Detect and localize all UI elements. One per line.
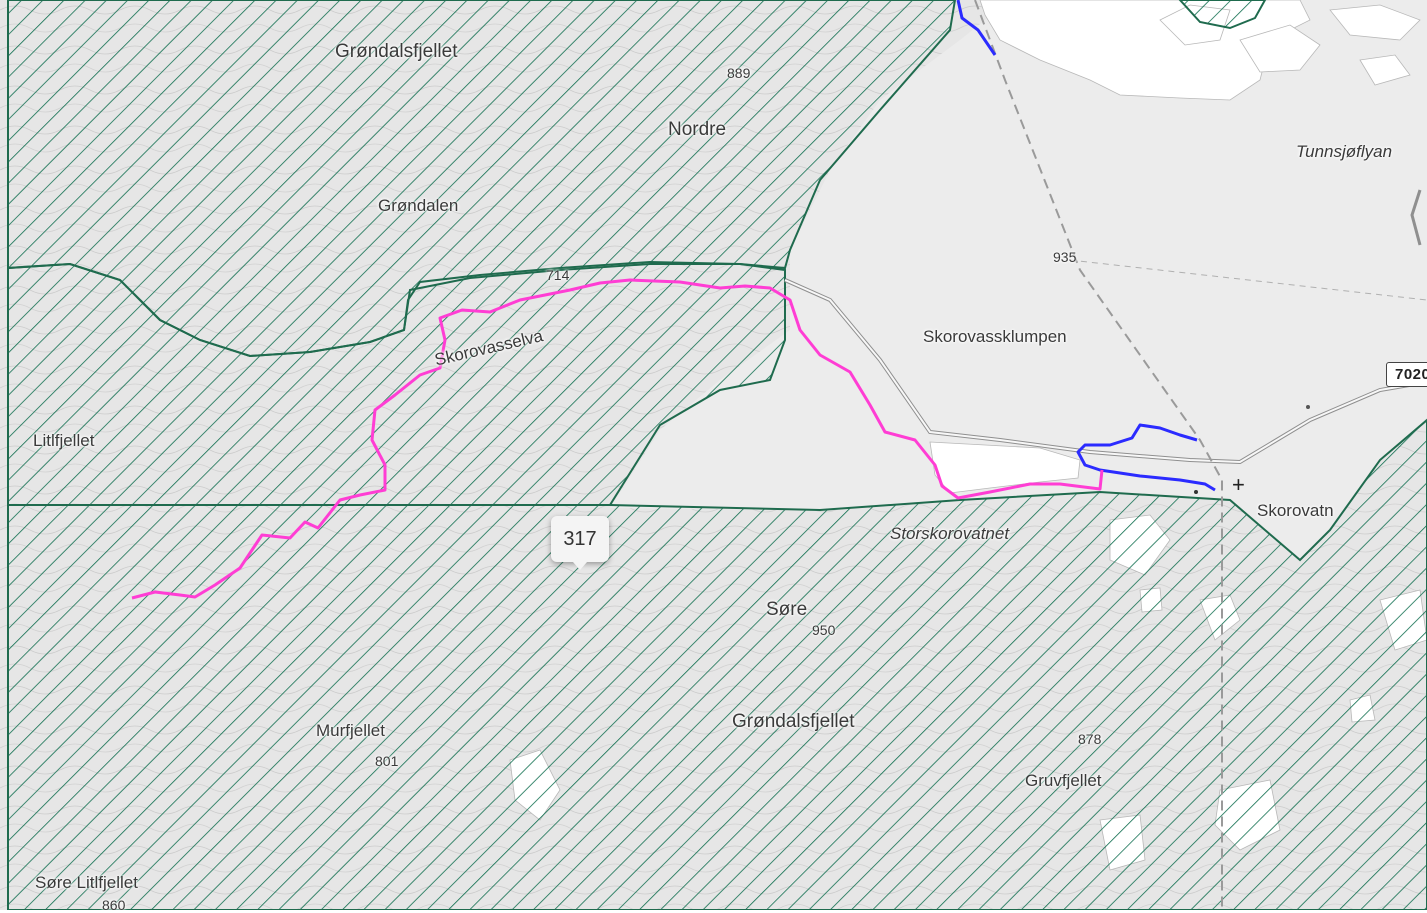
elevation-950: 950 xyxy=(812,622,836,638)
label-skorovatn: Skorovatn xyxy=(1257,501,1334,520)
cross-symbol-icon: + xyxy=(1232,472,1245,497)
elevation-point xyxy=(1194,490,1198,494)
terrain-light-ne xyxy=(610,0,1427,560)
label-storskorovatnet: Storskorovatnet xyxy=(890,524,1010,543)
label-gruvfjellet: Gruvfjellet xyxy=(1025,771,1102,790)
elevation-860: 860 xyxy=(102,897,126,913)
elevation-935: 935 xyxy=(1053,249,1077,265)
protected-area xyxy=(7,0,1427,910)
map-marker-badge[interactable]: 317 xyxy=(551,516,609,570)
label-litlfjellet: Litlfjellet xyxy=(33,431,95,450)
route-secondary-blue[interactable] xyxy=(956,0,1216,492)
elevation-889: 889 xyxy=(727,65,751,81)
label-grondalsfjellet-south: Grøndalsfjellet xyxy=(732,711,855,732)
elevation-714: 714 xyxy=(546,267,570,283)
label-tunnsjoflyan: Tunnsjøflyan xyxy=(1296,142,1393,161)
label-murfjellet: Murfjellet xyxy=(316,721,385,740)
route-primary-magenta[interactable] xyxy=(131,278,1104,600)
elevation-878: 878 xyxy=(1078,731,1102,747)
elevation-801: 801 xyxy=(375,753,399,769)
label-nordre: Nordre xyxy=(668,119,727,140)
label-sore-litlfjellet: Søre Litlfjellet xyxy=(35,873,138,892)
label-grondalen: Grøndalen xyxy=(378,196,459,215)
admin-boundary xyxy=(974,0,1223,910)
label-skorovassklumpen: Skorovassklumpen xyxy=(923,327,1067,346)
label-sore: Søre xyxy=(766,599,808,620)
label-grondalsfjellet-north: Grøndalsfjellet xyxy=(335,41,458,62)
road-number-shield: 7020 xyxy=(1386,362,1427,387)
